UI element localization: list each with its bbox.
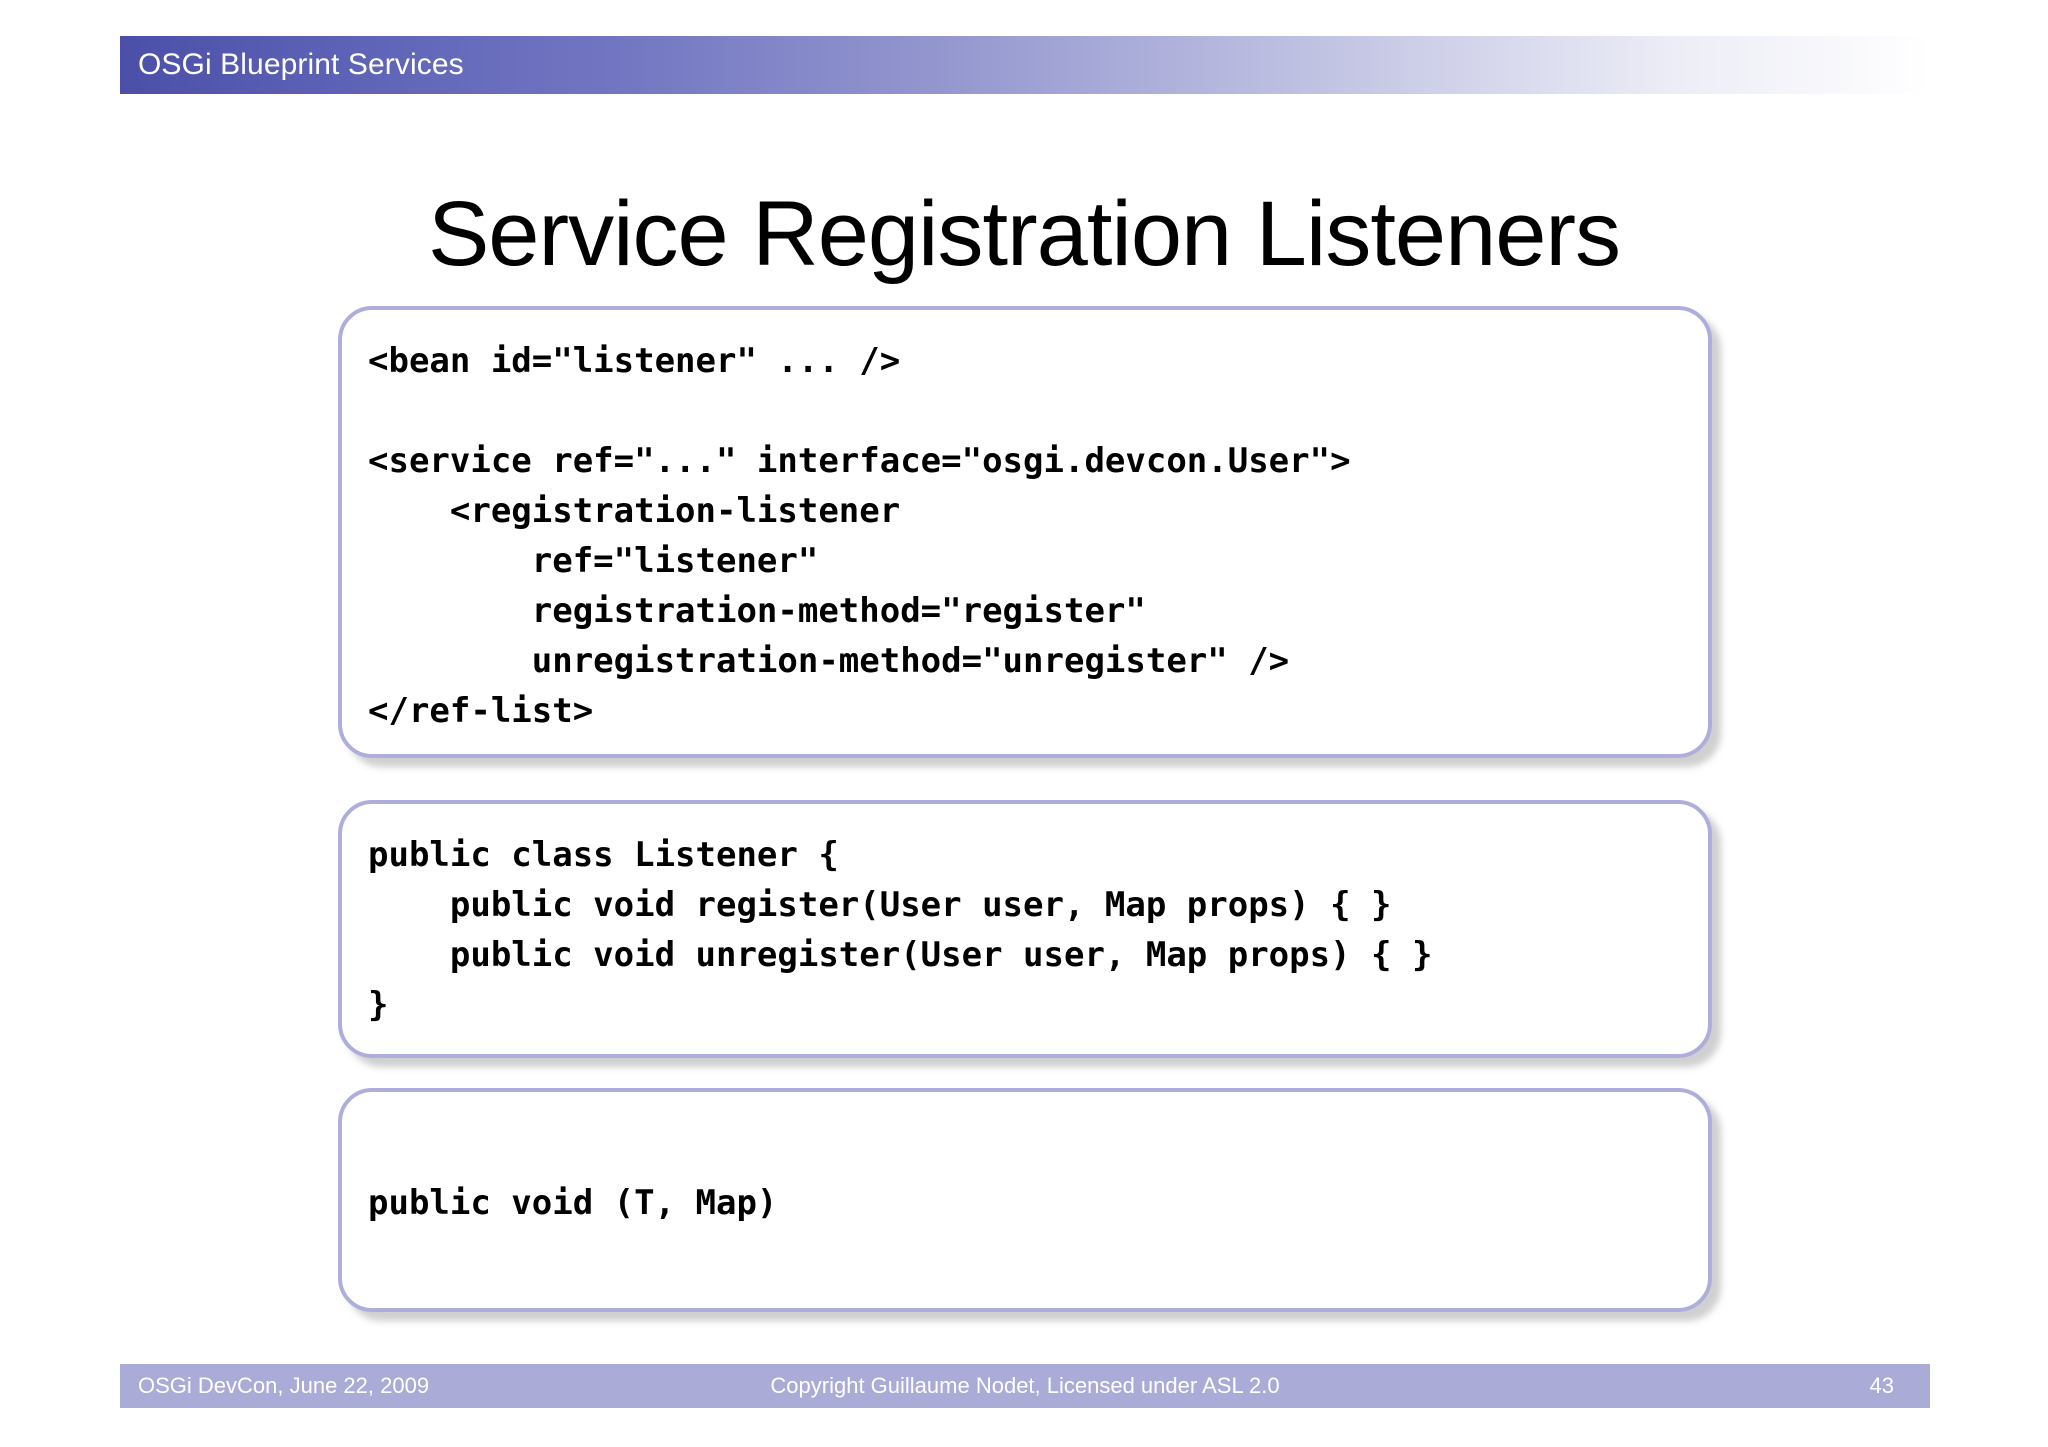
code-box-blueprint-xml: <bean id="listener" ... /> <service ref=… xyxy=(338,306,1712,758)
code-line: public class Listener { xyxy=(368,835,839,875)
code-line: public void unregister(User user, Map pr… xyxy=(368,935,1433,975)
code-line: } xyxy=(368,985,389,1025)
footer-event-info: OSGi DevCon, June 22, 2009 xyxy=(138,1373,430,1398)
page-number: 43 xyxy=(1869,1373,1894,1398)
code-line: public void register(User user, Map prop… xyxy=(368,885,1392,925)
code-box-method-signature: public void (T, Map) xyxy=(338,1088,1712,1312)
code-line: <bean id="listener" ... /> xyxy=(368,341,901,381)
header-title: OSGi Blueprint Services xyxy=(138,48,464,81)
code-line-blank xyxy=(368,386,1678,436)
code-line: ref="listener" xyxy=(368,541,819,581)
code-box-java-class: public class Listener { public void regi… xyxy=(338,800,1712,1058)
code-line: registration-method="register" xyxy=(368,591,1146,631)
footer-band: OSGi DevCon, June 22, 2009 Copyright Gui… xyxy=(120,1364,1930,1408)
code-line: public void (T, Map) xyxy=(368,1183,778,1223)
code-line: <service ref="..." interface="osgi.devco… xyxy=(368,441,1351,481)
header-band: OSGi Blueprint Services xyxy=(120,36,1930,94)
code-line: </ref-list> xyxy=(368,691,594,731)
code-line: unregistration-method="unregister" /> xyxy=(368,641,1290,681)
code-line: <registration-listener xyxy=(368,491,901,531)
code-box-method-signature-inner: public void (T, Map) xyxy=(368,1118,1678,1228)
page-title: Service Registration Listeners xyxy=(427,182,1621,285)
